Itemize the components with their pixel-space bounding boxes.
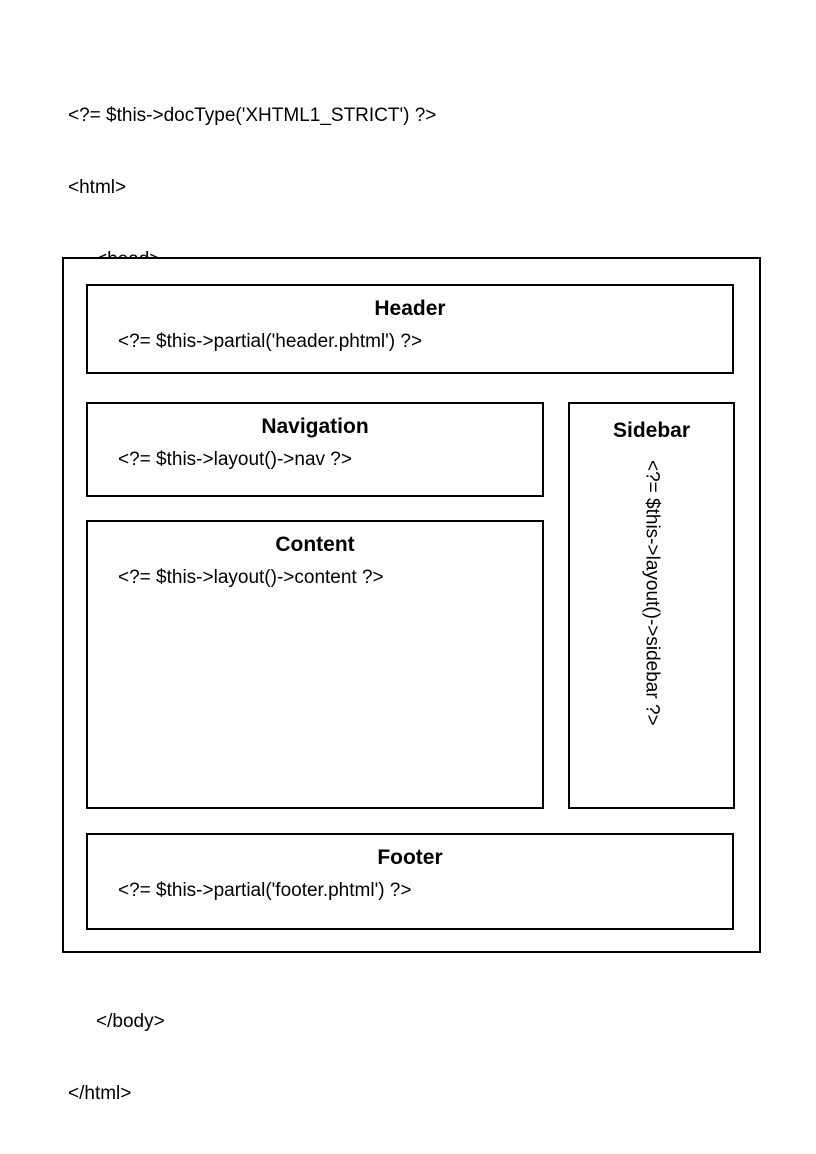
- body-layout-frame: Header <?= $this->partial('header.phtml'…: [62, 257, 761, 953]
- navigation-box: Navigation <?= $this->layout()->nav ?>: [86, 402, 544, 497]
- header-box: Header <?= $this->partial('header.phtml'…: [86, 284, 734, 374]
- footer-box: Footer <?= $this->partial('footer.phtml'…: [86, 833, 734, 930]
- xhtml-close-code-block: </body> </html>: [68, 962, 165, 1154]
- footer-box-title: Footer: [377, 846, 443, 869]
- content-box-code: <?= $this->layout()->content ?>: [118, 567, 384, 588]
- sidebar-box-code-rotated: <?= $this->layout()->sidebar ?>: [641, 460, 663, 726]
- header-box-title: Header: [374, 297, 446, 320]
- code-line-html-open: <html>: [68, 177, 127, 198]
- sidebar-box: Sidebar <?= $this->layout()->sidebar ?>: [568, 402, 735, 809]
- navigation-box-code: <?= $this->layout()->nav ?>: [118, 449, 352, 470]
- code-line-html-close: </html>: [68, 1083, 132, 1104]
- content-box-title: Content: [275, 533, 355, 556]
- code-line-doctype: <?= $this->docType('XHTML1_STRICT') ?>: [68, 105, 437, 126]
- content-box: Content <?= $this->layout()->content ?>: [86, 520, 544, 809]
- sidebar-box-title: Sidebar: [612, 419, 691, 442]
- footer-box-code: <?= $this->partial('footer.phtml') ?>: [118, 880, 412, 901]
- header-box-code: <?= $this->partial('header.phtml') ?>: [118, 331, 423, 352]
- code-line-body-close: </body>: [96, 1011, 165, 1032]
- navigation-box-title: Navigation: [261, 415, 369, 438]
